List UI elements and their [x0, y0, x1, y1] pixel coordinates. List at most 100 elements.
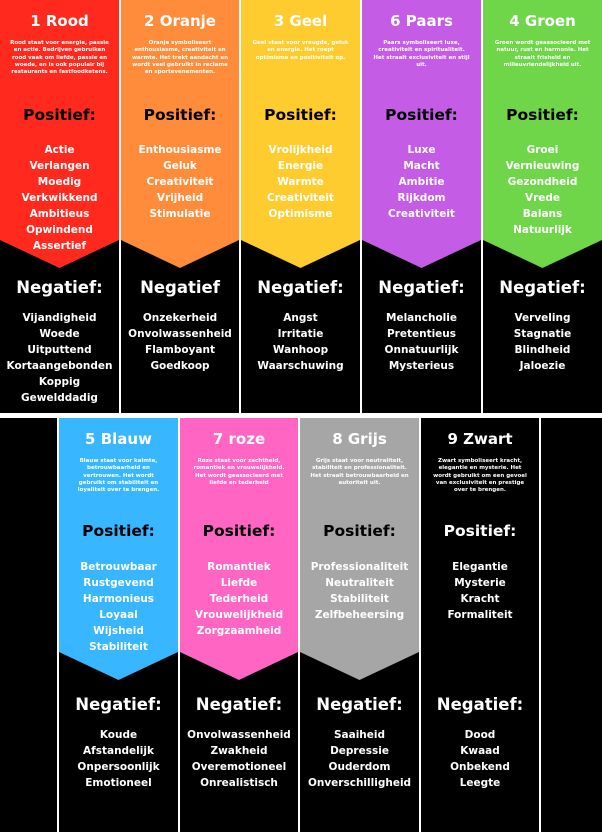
positive-heading: Positief:: [506, 106, 579, 124]
color-banner: [483, 0, 602, 268]
list-item: Afstandelijk: [83, 745, 154, 757]
list-item: Gewelddadig: [21, 392, 98, 404]
negative-heading: Negatief:: [16, 278, 103, 297]
positive-heading: Positief:: [443, 522, 517, 540]
list-item: Leegte: [459, 777, 501, 789]
list-item: Rustgevend: [83, 577, 154, 589]
list-item: Harmonieus: [82, 593, 155, 605]
column-divider: [57, 418, 59, 832]
list-item: Mysterie: [454, 577, 506, 589]
list-item: Wanhoop: [272, 344, 329, 356]
list-item: Angst: [283, 312, 318, 324]
list-item: Vrede: [524, 192, 561, 204]
color-description: Roze staat voor zachtheid, romantiek en …: [193, 458, 285, 486]
list-item: Ouderdom: [328, 761, 391, 773]
color-card-paars: 6 Paars Paars symboliseert luxe, creativ…: [362, 0, 481, 413]
color-card-zwart: 9 Zwart Zwart symboliseert kracht, elega…: [421, 418, 539, 832]
bottom-row: 5 Blauw Blauw staat voor kalmte, betrouw…: [0, 418, 602, 832]
color-card-geel: 3 Geel Geel staat voor vreugde, geluk en…: [241, 0, 360, 413]
color-description: Paars symboliseert luxe, creativiteit en…: [373, 40, 470, 68]
negative-heading: Negatief:: [195, 695, 283, 714]
color-description: Rood staat voor energie, passie en actie…: [10, 40, 109, 76]
list-item: Romantiek: [207, 561, 271, 573]
list-item: Natuurlijk: [513, 224, 572, 236]
negative-heading: Negatief:: [499, 278, 586, 297]
list-item: Kwaad: [460, 745, 500, 757]
color-banner: [421, 418, 539, 680]
list-item: Vrouwelijkheid: [194, 609, 284, 621]
positive-heading: Positief:: [264, 106, 337, 124]
negative-heading: Negatief: [140, 278, 220, 297]
color-description: Blauw staat voor kalmte, betrouwbaarheid…: [77, 458, 160, 494]
color-card-roze: 7 roze Roze staat voor zachtheid, romant…: [180, 418, 298, 832]
list-item: Zwakheid: [210, 745, 268, 757]
list-item: Dood: [464, 729, 496, 741]
column-divider: [119, 0, 121, 413]
color-title: 9 Zwart: [447, 430, 513, 448]
column-divider: [539, 418, 541, 832]
list-item: Blindheid: [514, 344, 571, 356]
list-item: Saaiheid: [333, 729, 386, 741]
negative-heading: Negatief:: [436, 695, 524, 714]
list-item: Neutraliteit: [325, 577, 394, 589]
color-description: Zwart symboliseert kracht, elegantie en …: [433, 458, 527, 494]
list-item: Uitputtend: [27, 344, 92, 356]
list-item: Koude: [99, 729, 138, 741]
list-item: Stagnatie: [513, 328, 572, 340]
list-item: Liefde: [220, 577, 258, 589]
color-banner: [362, 0, 481, 268]
list-item: Betrouwbaar: [80, 561, 157, 573]
color-title: 5 Blauw: [85, 430, 152, 448]
positive-heading: Positief:: [82, 522, 155, 540]
list-item: Pretentieus: [386, 328, 457, 340]
list-item: Kracht: [460, 593, 500, 605]
list-item: Vijandigheid: [22, 312, 97, 324]
list-item: Loyaal: [99, 609, 138, 621]
color-description: Groen wordt geassocieerd met natuur, rus…: [494, 40, 591, 68]
list-item: Overemotioneel: [191, 761, 287, 773]
color-banner: [0, 0, 119, 268]
list-item: Vrijheid: [156, 192, 204, 204]
list-item: Optimisme: [268, 208, 333, 220]
list-item: Stimulatie: [149, 208, 211, 220]
row-divider: [0, 413, 602, 418]
negative-heading: Negatief:: [257, 278, 344, 297]
list-item: Creativiteit: [267, 192, 334, 204]
column-divider: [360, 0, 362, 413]
list-item: Ambitie: [398, 176, 445, 188]
list-item: Warmte: [277, 176, 324, 188]
positive-heading: Positief:: [323, 522, 396, 540]
list-item: Onbekend: [450, 761, 510, 773]
color-description: Oranje symboliseert enthousiasme, creati…: [131, 40, 229, 76]
color-card-rood: 1 Rood Rood staat voor energie, passie e…: [0, 0, 119, 413]
list-item: Groei: [526, 144, 559, 156]
list-item: Professionaliteit: [310, 561, 409, 573]
list-item: Verkwikkend: [21, 192, 98, 204]
color-title: 2 Oranje: [144, 12, 216, 30]
list-item: Kortaangebonden: [6, 360, 113, 372]
color-banner: [121, 0, 239, 268]
color-banner: [300, 418, 419, 680]
color-card-oranje: 2 Oranje Oranje symboliseert enthousiasm…: [121, 0, 239, 413]
list-item: Geluk: [163, 160, 197, 172]
list-item: Waarschuwing: [257, 360, 344, 372]
top-row: 1 Rood Rood staat voor energie, passie e…: [0, 0, 602, 413]
list-item: Creativiteit: [388, 208, 455, 220]
column-divider: [481, 0, 483, 413]
positive-heading: Positief:: [23, 106, 96, 124]
color-card-groen: 4 Groen Groen wordt geassocieerd met nat…: [483, 0, 602, 413]
list-item: Mysterieus: [388, 360, 455, 372]
list-item: Vernieuwing: [505, 160, 580, 172]
